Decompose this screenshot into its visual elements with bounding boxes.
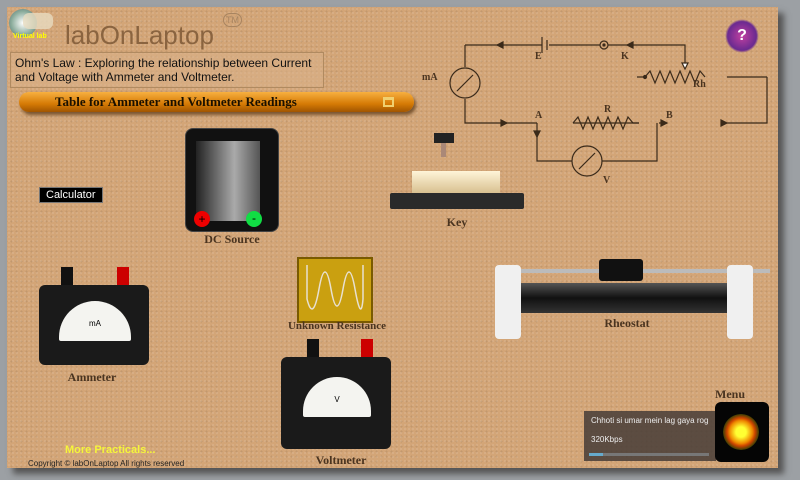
positive-terminal[interactable]: + <box>194 211 210 227</box>
negative-terminal[interactable]: - <box>246 211 262 227</box>
label-mA: mA <box>422 72 438 83</box>
voltmeter[interactable]: V <box>281 339 391 451</box>
voltmeter-label: Voltmeter <box>315 453 367 467</box>
trademark: TM <box>223 13 242 27</box>
dc-source-label: DC Source <box>204 232 260 246</box>
logo-caption: Virtual lab <box>13 33 47 40</box>
ammeter[interactable]: mA <box>39 267 149 365</box>
help-button[interactable]: ? <box>725 19 759 53</box>
track-title: Chhoti si umar mein lag gaya rog <box>591 416 709 425</box>
music-player[interactable]: Chhoti si umar mein lag gaya rog 320Kbps <box>584 411 716 461</box>
progress-bar[interactable] <box>589 453 709 456</box>
key-label: Key <box>446 215 468 229</box>
label-R: R <box>604 104 612 115</box>
copyright: Copyright © labOnLaptop All rights reser… <box>28 459 185 468</box>
window-icon <box>383 97 394 107</box>
label-E: E <box>535 51 542 62</box>
help-icon: ? <box>737 27 747 44</box>
unknown-resistance[interactable] <box>297 257 373 323</box>
label-B: B <box>666 110 673 121</box>
label-K: K <box>621 51 629 62</box>
ammeter-label: Ammeter <box>67 370 117 384</box>
label-Rh: Rh <box>693 79 706 90</box>
label-V: V <box>603 175 611 186</box>
menu-logo-icon <box>723 414 759 450</box>
rheostat-slider[interactable] <box>599 259 643 281</box>
dc-source[interactable]: + - <box>185 128 279 232</box>
brand-title: labOnLaptop <box>65 20 214 50</box>
menu-button[interactable] <box>715 402 769 462</box>
lab-board: Virtual lab labOnLaptop TM Ohm's Law : E… <box>7 7 778 468</box>
menu-label: Menu <box>715 387 745 401</box>
circuit-diagram <box>449 37 768 177</box>
table-readings-label: Table for Ammeter and Voltmeter Readings <box>55 94 297 109</box>
virtual-lab-logo: Virtual lab <box>9 9 57 41</box>
rheostat[interactable] <box>495 255 770 340</box>
experiment-title: Ohm's Law : Exploring the relationship b… <box>10 52 324 88</box>
unknown-resistance-label: Unknown Resistance <box>287 320 387 332</box>
calculator-button[interactable]: Calculator <box>39 187 103 203</box>
label-A: A <box>535 110 543 121</box>
key[interactable] <box>390 133 524 215</box>
table-readings-button[interactable]: Table for Ammeter and Voltmeter Readings <box>19 92 414 112</box>
more-practicals-link[interactable]: More Practicals... <box>65 444 156 456</box>
rheostat-label: Rheostat <box>604 316 650 330</box>
bitrate: 320Kbps <box>591 435 623 444</box>
